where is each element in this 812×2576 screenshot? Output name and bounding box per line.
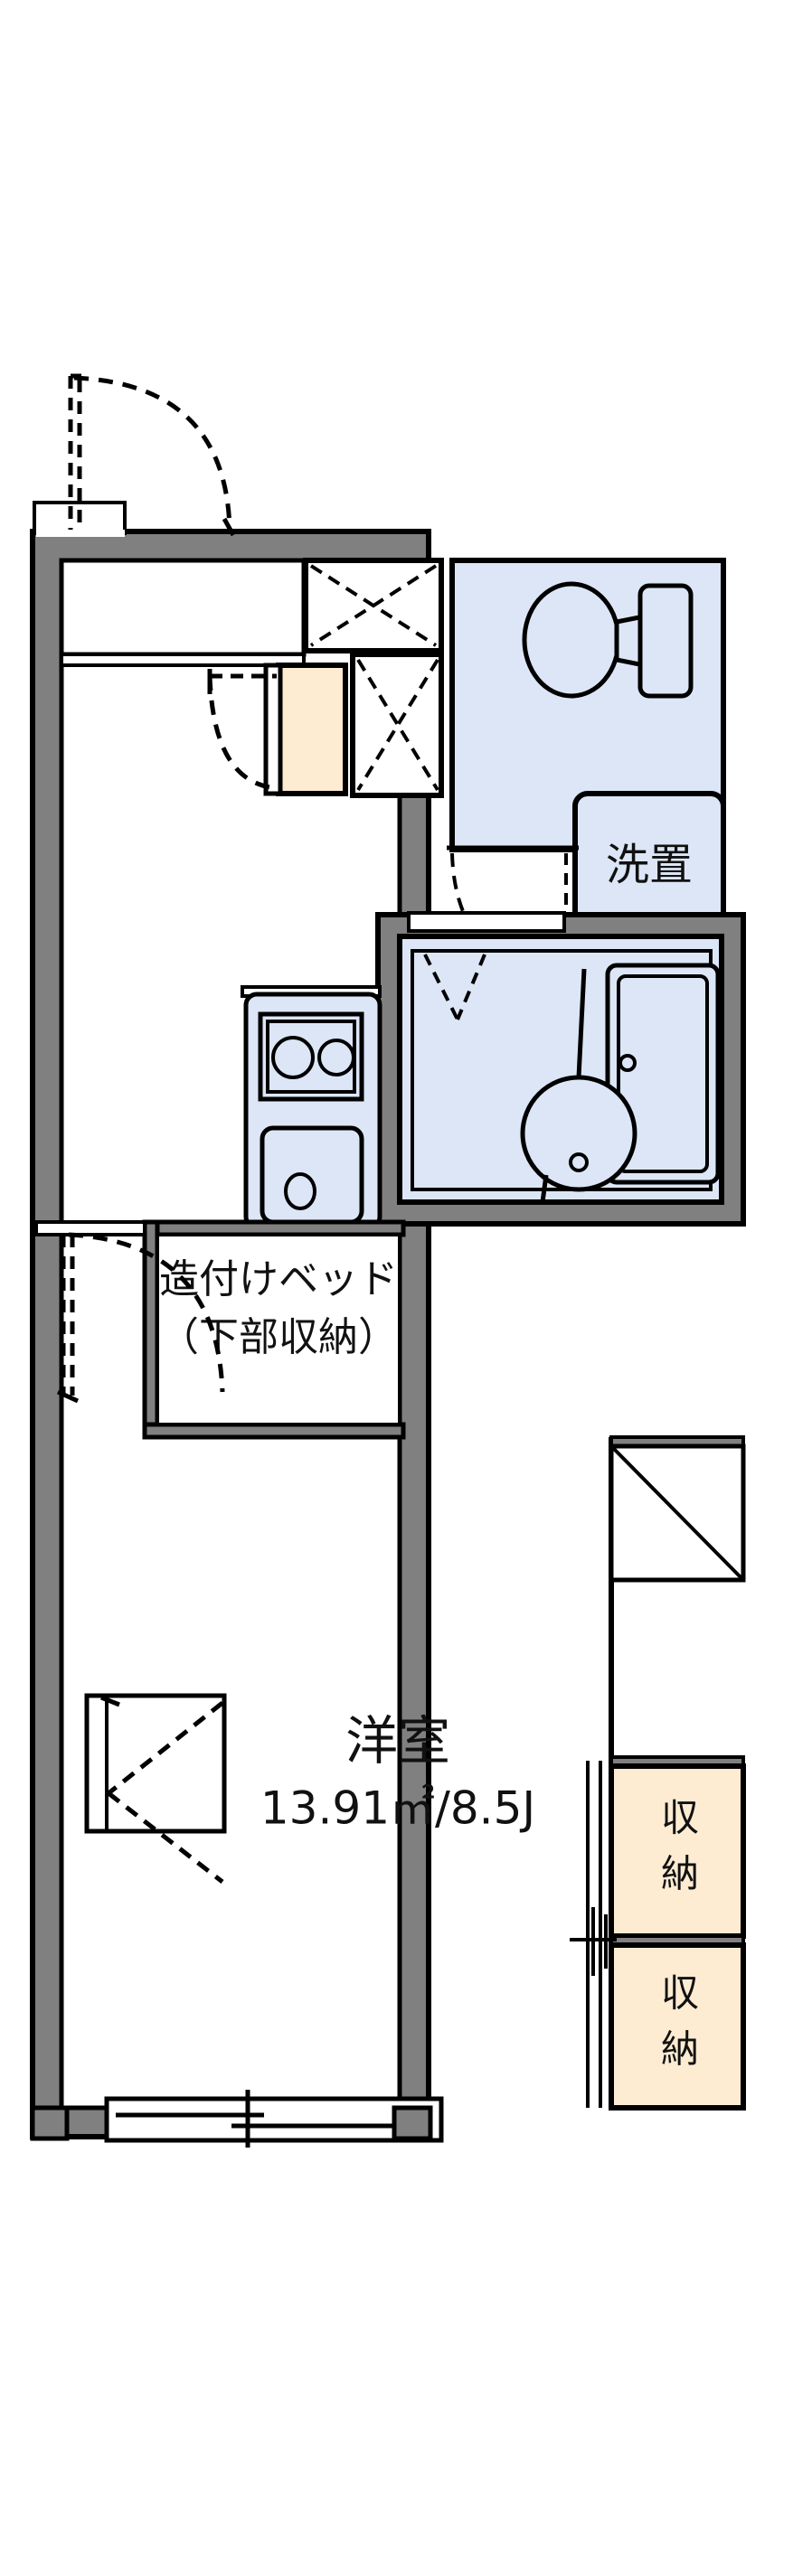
washer-label: 洗置 <box>606 840 693 890</box>
kitchen-sink-icon <box>260 1125 364 1225</box>
kitchen-counter <box>241 985 382 1230</box>
sanitary-door-panel[interactable] <box>263 663 348 796</box>
room-entry-door[interactable] <box>34 1220 225 1404</box>
window-upper-right[interactable] <box>609 1435 746 1583</box>
sanitary-door-swing <box>207 669 278 791</box>
wall-details <box>30 2105 433 2141</box>
storage-upper-label-2: 納 <box>661 1852 699 1896</box>
toilet-door[interactable] <box>350 652 444 798</box>
storage-lower-label-1: 収 <box>661 1971 699 2016</box>
main-room-area: 13.91㎡/8.5J <box>260 1782 535 1835</box>
toilet-icon <box>522 581 694 699</box>
built-in-bed-area: 造付けベッド （下部収納） <box>142 1219 406 1440</box>
closet-door-track <box>570 1761 617 2108</box>
bathtub-icon <box>520 968 637 1203</box>
toilet-tank <box>637 583 694 699</box>
main-room-name: 洋室 <box>345 1710 450 1772</box>
window-balcony[interactable] <box>104 2090 444 2148</box>
shoe-cabinet[interactable] <box>303 558 444 653</box>
unit-bath <box>375 911 746 1227</box>
genkan-step <box>60 653 306 667</box>
window-left[interactable] <box>84 1693 227 1884</box>
unit-bath-door-swing <box>423 954 486 1020</box>
built-in-bed-floor <box>156 1233 401 1426</box>
storage-upper-label-1: 収 <box>661 1796 699 1840</box>
storage-upper[interactable]: 収 納 <box>609 1755 746 1939</box>
built-in-bed-label-line1: 造付けベッド <box>159 1256 398 1302</box>
genkan-hall <box>59 558 307 667</box>
unit-bath-door[interactable] <box>407 911 566 933</box>
main-room-labels: 洋室 13.91㎡/8.5J <box>260 1710 535 1834</box>
storage-upper-box[interactable] <box>609 1763 746 1939</box>
storage-lower-box[interactable] <box>609 1942 746 2111</box>
built-in-bed-label-line2: （下部収納） <box>159 1314 398 1360</box>
gas-stove-icon <box>258 1011 364 1102</box>
genkan-floor <box>59 558 307 657</box>
entrance-door[interactable] <box>68 373 236 537</box>
storage-lower[interactable]: 収 納 <box>609 1934 746 2111</box>
storage-lower-label-2: 納 <box>661 2027 699 2072</box>
entrance-area <box>33 373 236 537</box>
